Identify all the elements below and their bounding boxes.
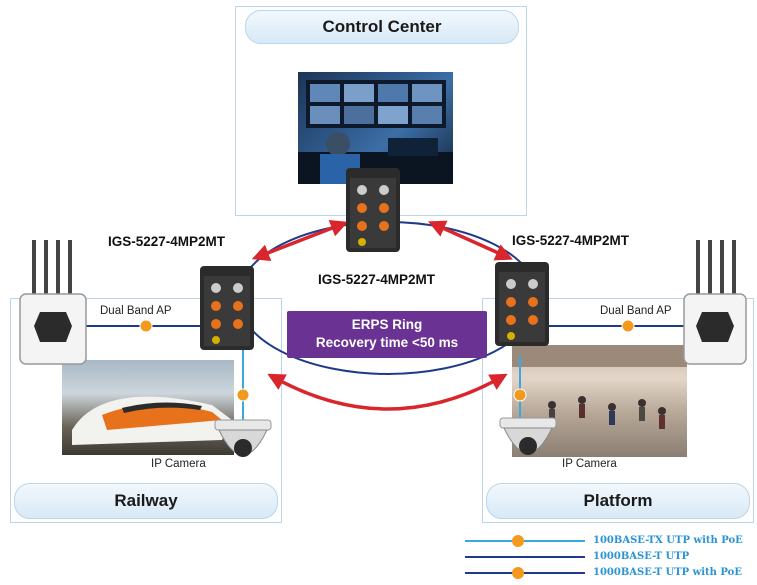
- camera-right-label: IP Camera: [560, 458, 619, 470]
- legend-label-1: 100BASE-TX UTP with PoE: [593, 535, 743, 546]
- poe-badge-ap-right: [621, 319, 635, 333]
- poe-badge-camera-left: [236, 388, 250, 402]
- poe-badge-camera-right: [513, 388, 527, 402]
- control-room-photo: [298, 72, 453, 184]
- switch-right-label: IGS-5227-4MP2MT: [512, 233, 630, 248]
- camera-left-label: IP Camera: [149, 458, 208, 470]
- erps-ring-title: ERPS Ring: [351, 317, 423, 332]
- legend-label-2: 1000BASE-T UTP: [593, 551, 690, 562]
- switch-left-label: IGS-5227-4MP2MT: [108, 234, 226, 249]
- platform-title: Platform: [486, 483, 750, 519]
- access-point-left-icon: [19, 240, 87, 365]
- arrow-left-center: [251, 220, 349, 261]
- arrow-bottom: [267, 373, 508, 411]
- camera-right-icon: [499, 417, 557, 455]
- train-shape: [72, 396, 232, 445]
- erps-ring-box: ERPS Ring Recovery time <50 ms: [287, 311, 487, 358]
- poe-badge-ap-left: [139, 319, 153, 333]
- camera-left-icon: [214, 419, 272, 457]
- platform-photo: [512, 345, 687, 457]
- railway-title: Railway: [14, 483, 278, 519]
- access-point-right-icon: [683, 240, 747, 365]
- arrow-center-right: [428, 220, 513, 261]
- legend-poe-badge-1: [512, 535, 524, 547]
- train-photo: [62, 360, 234, 455]
- erps-recovery-time: Recovery time <50 ms: [315, 335, 459, 350]
- control-room-screens: [298, 80, 453, 184]
- switch-left-icon: [200, 266, 254, 350]
- legend-poe-badge-2: [512, 567, 524, 579]
- switch-right-icon: [495, 262, 549, 346]
- control-center-title: Control Center: [245, 10, 519, 44]
- ap-right-label: Dual Band AP: [598, 305, 674, 317]
- switch-center-label: IGS-5227-4MP2MT: [318, 272, 436, 287]
- platform-crowd: [512, 345, 687, 429]
- ap-left-label: Dual Band AP: [98, 305, 174, 317]
- switch-center-icon: [346, 168, 400, 252]
- legend-label-3: 1000BASE-T UTP with PoE: [593, 567, 742, 578]
